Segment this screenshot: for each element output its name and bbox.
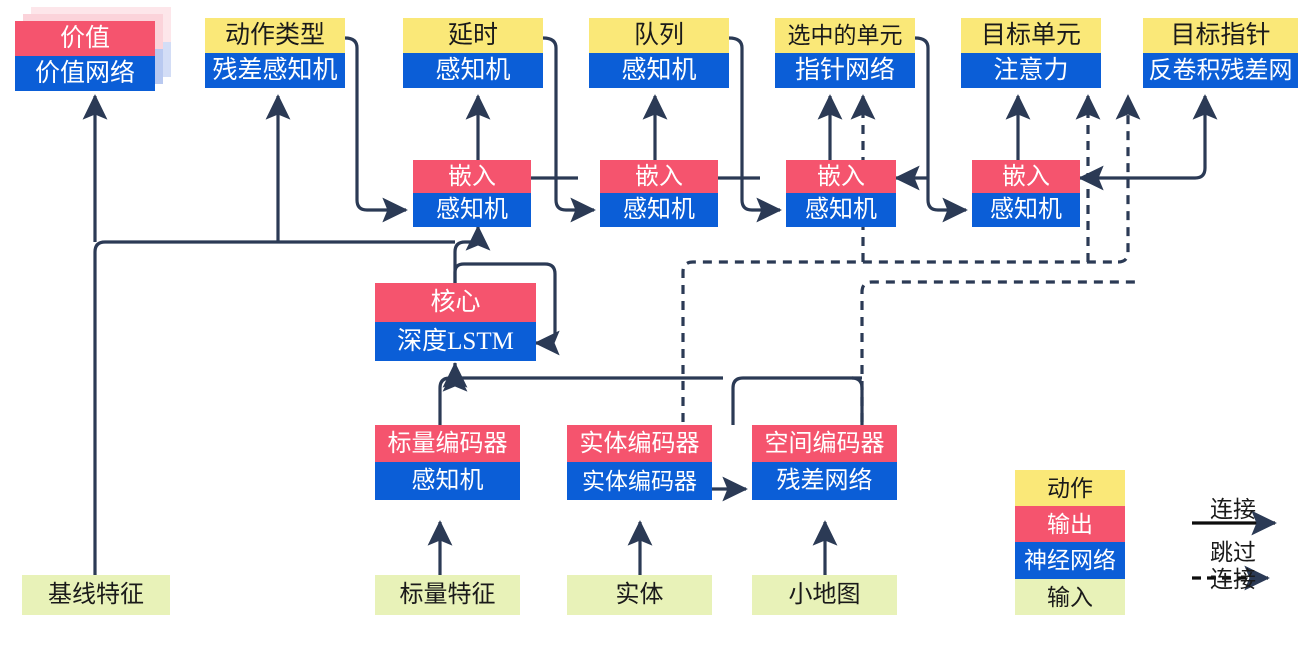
wire-to-target-point	[1192, 94, 1218, 180]
embed-4-output-label: 嵌入	[972, 160, 1080, 193]
core-network-label: 深度LSTM	[375, 322, 536, 361]
skip-spatial-bus	[860, 280, 1136, 470]
wire-action-type-to-embed1	[344, 36, 408, 223]
target-point-head[interactable]: 目标指针 反卷积残差网	[1143, 18, 1298, 88]
wire-delay-to-embed2	[542, 36, 596, 223]
spatial-encoder-network-label: 残差网络	[752, 462, 897, 500]
value-head-action-label: 价值	[15, 21, 155, 56]
embed-1-output-label: 嵌入	[413, 160, 531, 193]
wire-queue-to-embed3	[728, 36, 782, 223]
value-head[interactable]: 价值 价值网络	[15, 21, 155, 91]
embed-3-output-label: 嵌入	[786, 160, 896, 193]
input-scalar-features[interactable]: 标量特征	[375, 575, 520, 615]
skip-to-target-point	[1115, 94, 1141, 264]
spatial-encoder-output-label: 空间编码器	[752, 425, 897, 462]
core-output-label: 核心	[375, 283, 536, 322]
target-unit-action-label: 目标单元	[961, 18, 1101, 53]
target-unit-network-label: 注意力	[961, 53, 1101, 88]
wire-bus-to-embed1	[453, 225, 491, 253]
action-type-network-label: 残差感知机	[205, 53, 345, 88]
legend-skip-text-line1: 跳过	[1210, 540, 1256, 565]
wire-spatial-enc-bus	[851, 376, 864, 425]
embed-3-network-label: 感知机	[786, 193, 896, 227]
spatial-encoder[interactable]: 空间编码器 残差网络	[752, 425, 897, 500]
wire-bus-left	[93, 240, 455, 253]
input-minimap[interactable]: 小地图	[752, 575, 897, 615]
embed-4[interactable]: 嵌入 感知机	[972, 160, 1080, 227]
wire-entity-enc-bus	[731, 376, 862, 425]
input-baseline-features[interactable]: 基线特征	[22, 575, 170, 615]
embed-3[interactable]: 嵌入 感知机	[786, 160, 896, 227]
queue-network-label: 感知机	[589, 53, 729, 88]
embed-4-network-label: 感知机	[972, 193, 1080, 227]
legend-input-label: 输入	[1015, 579, 1125, 615]
embed-2[interactable]: 嵌入 感知机	[600, 160, 718, 227]
entity-encoder-output-label: 实体编码器	[567, 425, 712, 462]
skip-entity-bus	[681, 260, 1118, 470]
selected-units-action-label: 选中的单元	[775, 18, 915, 53]
target-point-network-label: 反卷积残差网	[1143, 53, 1298, 88]
delay-head[interactable]: 延时 感知机	[403, 18, 543, 88]
legend-connect-text: 连接	[1210, 497, 1256, 522]
legend-skip-text-line2: 连接	[1210, 567, 1256, 592]
input-entities[interactable]: 实体	[567, 575, 712, 615]
queue-head[interactable]: 队列 感知机	[589, 18, 729, 88]
legend-output-label: 输出	[1015, 506, 1125, 542]
action-type-action-label: 动作类型	[205, 18, 345, 53]
target-unit-head[interactable]: 目标单元 注意力	[961, 18, 1101, 88]
scalar-encoder-output-label: 标量编码器	[375, 425, 520, 462]
selected-units-head[interactable]: 选中的单元 指针网络	[775, 18, 915, 88]
delay-action-label: 延时	[403, 18, 543, 53]
value-head-network-label: 价值网络	[15, 56, 155, 91]
wire-selected-to-embed4	[914, 36, 968, 223]
entity-encoder-network-label: 实体编码器	[567, 462, 712, 500]
scalar-encoder[interactable]: 标量编码器 感知机	[375, 425, 520, 500]
wire-scalar-enc-bus	[438, 376, 723, 389]
entity-encoder[interactable]: 实体编码器 实体编码器	[567, 425, 712, 500]
scalar-encoder-network-label: 感知机	[375, 462, 520, 500]
target-point-action-label: 目标指针	[1143, 18, 1298, 53]
embed-1-network-label: 感知机	[413, 193, 531, 227]
legend-network-label: 神经网络	[1015, 542, 1125, 579]
queue-action-label: 队列	[589, 18, 729, 53]
delay-network-label: 感知机	[403, 53, 543, 88]
legend-swatches: 动作 输出 神经网络 输入	[1015, 470, 1125, 615]
legend-action-label: 动作	[1015, 470, 1125, 506]
core-module[interactable]: 核心 深度LSTM	[375, 283, 536, 361]
selected-units-network-label: 指针网络	[775, 53, 915, 88]
action-type-head[interactable]: 动作类型 残差感知机	[205, 18, 345, 88]
embed-1[interactable]: 嵌入 感知机	[413, 160, 531, 227]
embed-2-network-label: 感知机	[600, 193, 718, 227]
embed-2-output-label: 嵌入	[600, 160, 718, 193]
